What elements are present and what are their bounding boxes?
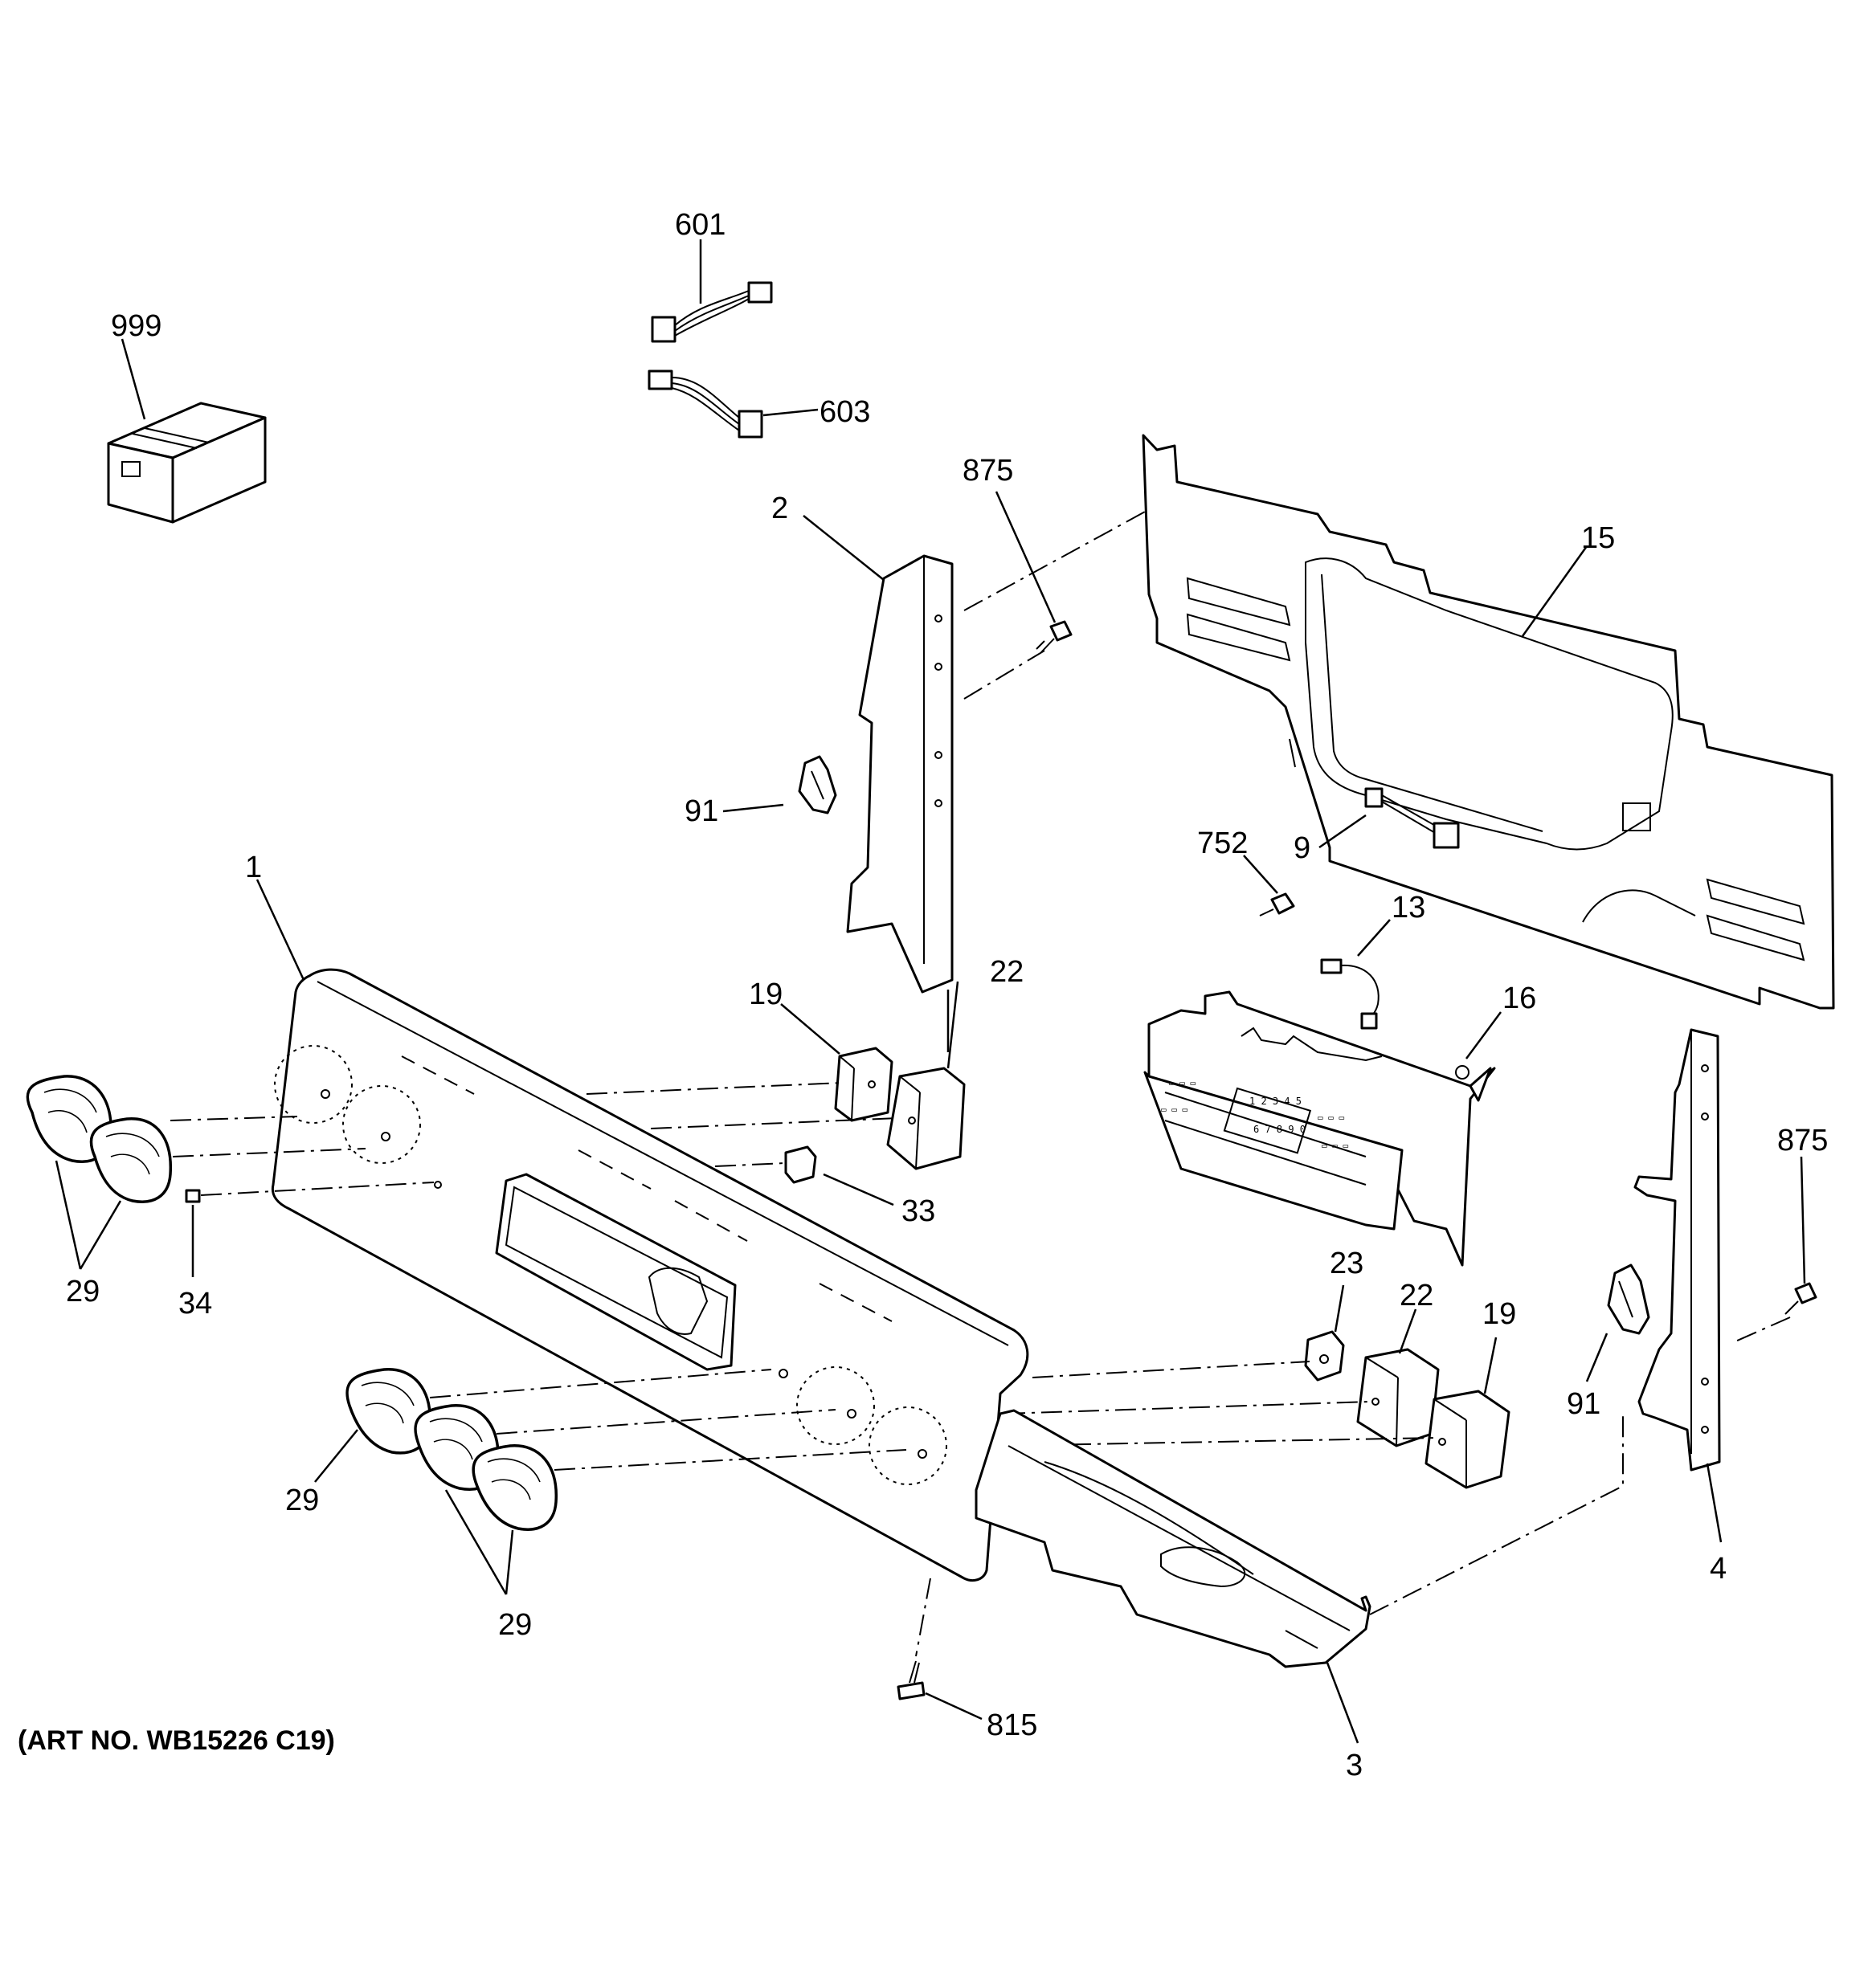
callout-22-right: 22 — [1400, 1279, 1433, 1312]
part-815-screw[interactable] — [897, 1660, 926, 1700]
part-875-screw-right[interactable] — [1784, 1282, 1817, 1315]
board-keypad-glyph: ▭ ▭ ▭ — [1318, 1112, 1344, 1123]
part-29-knob-left-b[interactable] — [89, 1117, 173, 1203]
board-keypad-glyph: 1 2 3 4 5 — [1249, 1096, 1302, 1107]
callout-603: 603 — [820, 395, 870, 429]
callout-23: 23 — [1330, 1247, 1363, 1280]
part-22-switch-left[interactable] — [886, 1067, 966, 1170]
callout-19-left: 19 — [749, 978, 783, 1011]
part-33-switch[interactable] — [784, 1145, 817, 1184]
part-9-harness[interactable] — [1364, 787, 1460, 849]
callout-752: 752 — [1197, 827, 1248, 860]
part-3-bottom-trim[interactable] — [975, 1409, 1371, 1668]
callout-601: 601 — [675, 208, 726, 242]
part-34-clip[interactable] — [185, 1189, 201, 1203]
part-875-screw-top[interactable] — [1036, 620, 1073, 653]
callout-16: 16 — [1502, 982, 1536, 1015]
callout-33: 33 — [901, 1194, 935, 1228]
part-4-right-bracket[interactable] — [1633, 1028, 1721, 1472]
callout-999: 999 — [111, 309, 161, 343]
board-keypad-glyph: ▭ ▭ ▭ — [1161, 1104, 1187, 1115]
part-1-control-panel[interactable] — [271, 968, 1029, 1582]
callout-2: 2 — [771, 492, 788, 525]
callout-875-right: 875 — [1777, 1124, 1828, 1157]
part-999-box[interactable] — [107, 402, 267, 524]
board-keypad-glyph: ▭ ▭ ▭ — [1322, 1141, 1348, 1151]
callout-875-top: 875 — [963, 454, 1013, 488]
part-19-switch-right[interactable] — [1425, 1390, 1510, 1489]
callout-91-right: 91 — [1567, 1387, 1600, 1421]
callout-29-mid: 29 — [285, 1484, 319, 1517]
part-16-control-board[interactable]: ▭ ▭ ▭ ▭ ▭ ▭ 1 2 3 4 5 6 7 8 9 0 ▭ ▭ ▭ ▭ … — [1143, 990, 1496, 1267]
part-19-switch-left[interactable] — [834, 1047, 893, 1122]
callout-91-top: 91 — [685, 794, 718, 828]
callout-13: 13 — [1392, 891, 1425, 925]
callout-815: 815 — [987, 1708, 1037, 1742]
callout-4: 4 — [1710, 1552, 1727, 1586]
callout-22-left: 22 — [990, 955, 1024, 989]
part-603-harness[interactable] — [648, 369, 763, 439]
part-91-clip-right[interactable] — [1607, 1263, 1650, 1335]
callout-1: 1 — [245, 851, 262, 884]
callout-3: 3 — [1346, 1749, 1363, 1782]
part-22-switch-right[interactable] — [1356, 1348, 1440, 1447]
art-number: (ART NO. WB15226 C19) — [18, 1725, 335, 1756]
part-752-screw[interactable] — [1259, 892, 1295, 916]
part-2-left-bracket[interactable] — [846, 554, 954, 994]
callout-34: 34 — [178, 1287, 212, 1321]
part-15-back-panel[interactable] — [1142, 434, 1835, 1010]
part-13-wire[interactable] — [1320, 958, 1380, 1030]
callout-15: 15 — [1581, 521, 1615, 555]
part-91-clip-top[interactable] — [798, 755, 837, 814]
callout-29-left: 29 — [66, 1275, 100, 1308]
callout-29-bottom: 29 — [498, 1608, 532, 1642]
callout-9: 9 — [1294, 831, 1310, 865]
board-keypad-glyph: 6 7 8 9 0 — [1253, 1124, 1306, 1135]
part-601-harness[interactable] — [651, 281, 773, 343]
part-29-knob-bottom-c[interactable] — [472, 1444, 558, 1531]
board-keypad-glyph: ▭ ▭ ▭ — [1169, 1078, 1196, 1088]
callout-19-right: 19 — [1482, 1297, 1516, 1331]
part-23-switch[interactable] — [1304, 1330, 1345, 1382]
